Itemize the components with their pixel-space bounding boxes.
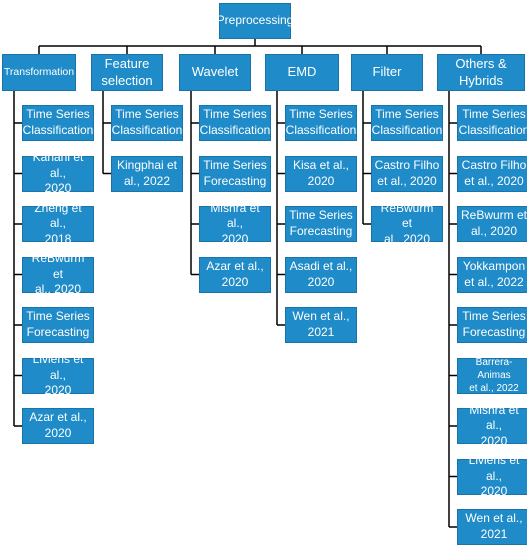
item-box-transformation-1: Kanani et al., 2020 xyxy=(22,150,94,195)
item-box-wavelet-2: Mishra et al., 2020 xyxy=(199,201,271,246)
item-box-feature-selection-0: Time Series Classification xyxy=(111,105,183,141)
category-box-others-hybrids: Others & Hybrids xyxy=(437,54,525,91)
item-box-others-hybrids-1: Castro Filho et al., 2020 xyxy=(457,155,527,192)
item-box-feature-selection-1: Kingphai et al., 2022 xyxy=(111,155,183,192)
item-box-transformation-4: Time Series Forecasting xyxy=(22,307,94,343)
item-box-wavelet-1: Time Series Forecasting xyxy=(199,155,271,192)
category-box-emd: EMD xyxy=(265,54,339,91)
item-box-emd-0: Time Series Classification xyxy=(285,105,357,141)
item-box-others-hybrids-6: Mishra et al., 2020 xyxy=(457,403,527,448)
item-box-others-hybrids-7: Livieris et al., 2020 xyxy=(457,453,527,498)
item-box-transformation-5: Livieris et al., 2020 xyxy=(22,352,94,397)
item-box-emd-3: Asadi et al., 2020 xyxy=(285,256,357,293)
item-box-others-hybrids-0: Time Series Classification xyxy=(457,105,527,141)
category-box-feature-selection: Feature selection xyxy=(91,54,163,91)
item-box-wavelet-3: Azar et al., 2020 xyxy=(199,256,271,293)
item-box-emd-4: Wen et al., 2021 xyxy=(285,307,357,343)
item-box-filter-0: Time Series Classification xyxy=(371,105,443,141)
item-box-transformation-6: Azar et al., 2020 xyxy=(22,408,94,444)
item-box-emd-2: Time Series Forecasting xyxy=(285,206,357,242)
item-box-transformation-3: ReBwurm et al., 2020 xyxy=(22,251,94,296)
item-box-others-hybrids-5: Barrera-Animas et al., 2022 xyxy=(457,357,527,394)
root-box-preprocessing: Preprocessing xyxy=(217,3,293,39)
item-box-filter-1: Castro Filho et al., 2020 xyxy=(371,155,443,192)
item-box-wavelet-0: Time Series Classification xyxy=(199,105,271,141)
item-box-others-hybrids-2: ReBwurm et al., 2020 xyxy=(457,206,527,242)
category-box-wavelet: Wavelet xyxy=(179,54,251,91)
item-box-others-hybrids-3: Yokkampon et al., 2022 xyxy=(457,256,527,293)
category-box-transformation: Transformation xyxy=(2,54,76,91)
item-box-transformation-0: Time Series Classification xyxy=(22,105,94,141)
item-box-filter-2: ReBwurm et al., 2020 xyxy=(371,201,443,246)
category-box-filter: Filter xyxy=(351,54,423,91)
item-box-others-hybrids-4: Time Series Forecasting xyxy=(457,307,527,343)
item-box-emd-1: Kisa et al., 2020 xyxy=(285,155,357,192)
item-box-transformation-2: Zheng et al., 2018 xyxy=(22,201,94,246)
item-box-others-hybrids-8: Wen et al., 2021 xyxy=(457,509,527,545)
